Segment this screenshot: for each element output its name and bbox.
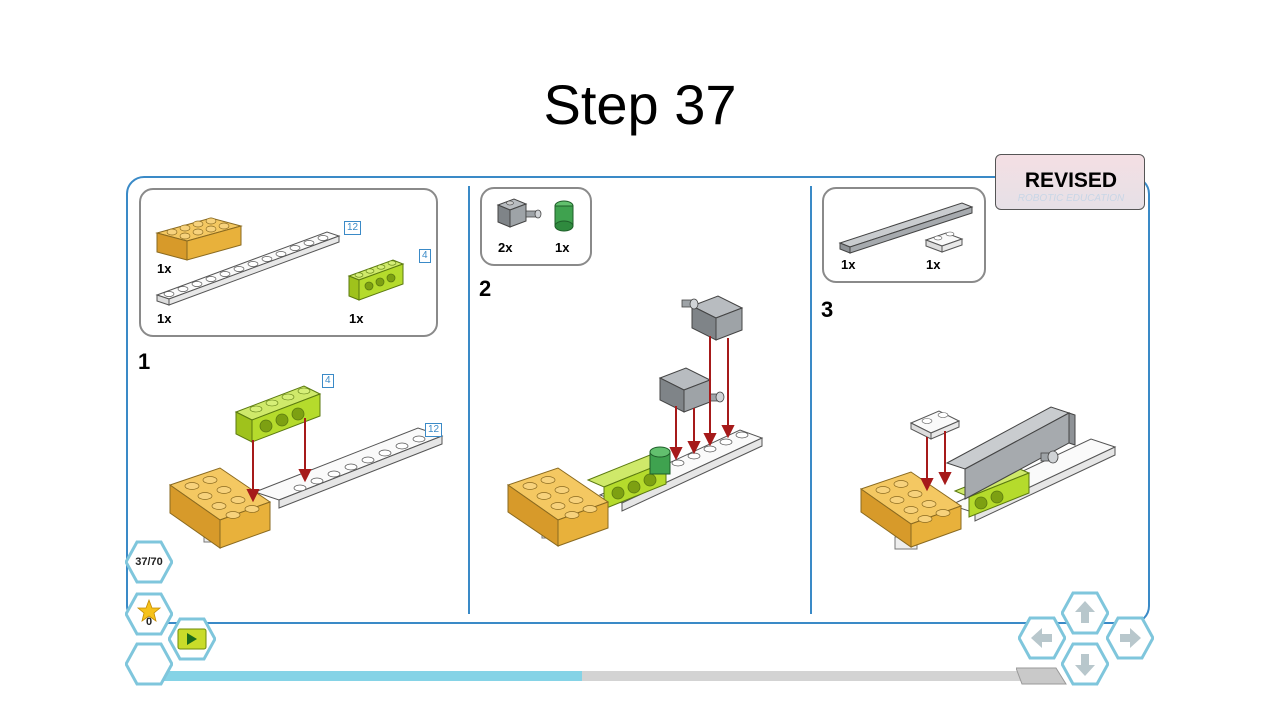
stars-button[interactable]: 0 [125, 592, 173, 636]
menu-hex-button[interactable] [125, 642, 173, 686]
progress-fill [160, 671, 582, 681]
grey-tile-icon [838, 202, 974, 254]
play-video-button[interactable] [168, 617, 216, 661]
progress-end-cap [1016, 667, 1067, 685]
progress-bar [160, 671, 1030, 681]
sub-step-number: 1 [138, 349, 151, 374]
parts-list-3-art [838, 202, 974, 254]
white-plate-icon [924, 231, 964, 253]
arrow-up-icon [1075, 601, 1095, 623]
sub-step-number: 2 [479, 276, 492, 301]
insert-arrow-icon [246, 418, 312, 503]
part-quantity: 1x [157, 311, 172, 326]
green-beam-icon [234, 385, 322, 443]
grey-tile-icon [945, 406, 1076, 500]
next-button[interactable] [1106, 616, 1154, 660]
sub-step-number: 3 [821, 297, 834, 322]
length-tag: 12 [425, 423, 443, 437]
panel-divider [468, 186, 470, 614]
watermark-text: ROBOTIC EDUCATION [1017, 193, 1125, 204]
length-tag: 4 [322, 374, 334, 388]
page-counter: 37/70 [135, 556, 163, 568]
green-bush-icon [649, 446, 671, 475]
part-quantity: 1x [157, 261, 172, 276]
length-tag: 4 [419, 249, 431, 263]
assembly-3-art [859, 406, 1117, 550]
white-plate-icon [253, 427, 444, 509]
yellow-brick-icon [168, 467, 272, 549]
parts-list-2-art [496, 198, 574, 232]
grey-axle-brick-icon [681, 295, 744, 341]
part-quantity: 1x [555, 240, 570, 255]
white-plate-icon [909, 410, 961, 440]
part-quantity: 1x [349, 311, 364, 326]
arrow-right-icon [1120, 628, 1141, 648]
insert-arrow-icon [669, 336, 735, 461]
grey-axle-brick-icon [496, 198, 542, 228]
parts-list-1-art [155, 217, 405, 306]
green-bush-icon [554, 200, 574, 232]
insert-arrow-icon [920, 431, 952, 492]
assembly-2-art [506, 295, 764, 547]
green-beam-icon [347, 259, 405, 301]
revised-label: REVISED [1024, 169, 1118, 192]
length-tag: 12 [344, 221, 362, 235]
part-quantity: 1x [926, 257, 941, 272]
prev-button[interactable] [1018, 616, 1066, 660]
part-quantity: 2x [498, 240, 513, 255]
yellow-brick-icon [155, 217, 243, 261]
yellow-brick-icon [506, 467, 610, 547]
page-counter-button[interactable]: 37/70 [125, 540, 173, 584]
yellow-brick-icon [859, 471, 963, 550]
assembly-1-art [168, 385, 444, 549]
page-title: Step 37 [543, 73, 737, 136]
panel-divider [810, 186, 812, 614]
arrow-down-icon [1075, 654, 1095, 676]
up-button[interactable] [1061, 591, 1109, 635]
grey-axle-brick-icon [658, 367, 725, 413]
white-plate-icon [155, 231, 341, 306]
revised-badge: REVISED ROBOTIC EDUCATION [995, 154, 1145, 210]
down-button[interactable] [1061, 642, 1109, 686]
stars-count: 0 [145, 616, 153, 628]
part-quantity: 1x [841, 257, 856, 272]
arrow-left-icon [1031, 628, 1052, 648]
